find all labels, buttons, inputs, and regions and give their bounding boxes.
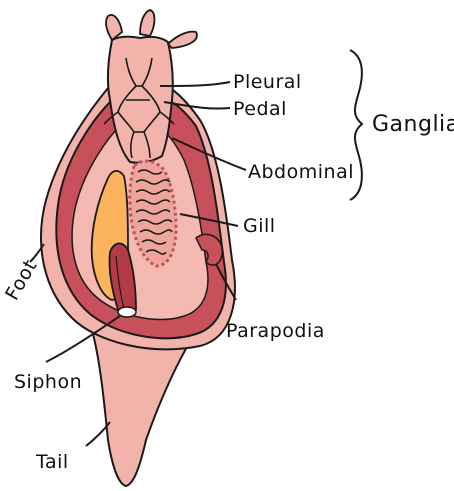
right-tentacle <box>140 10 155 36</box>
label-abdominal: Abdominal <box>248 161 354 183</box>
siphon-opening <box>118 307 136 317</box>
label-siphon: Siphon <box>14 371 82 393</box>
label-foot: Foot <box>1 256 42 304</box>
label-parapodia: Parapodia <box>226 320 325 342</box>
label-tail: Tail <box>35 451 69 473</box>
left-tentacle <box>106 15 122 40</box>
label-pleural: Pleural <box>233 71 302 93</box>
tail <box>92 330 196 486</box>
oral-tentacle <box>168 32 197 48</box>
label-gill: Gill <box>243 215 276 237</box>
label-pedal: Pedal <box>233 98 287 120</box>
label-ganglia: Ganglia <box>372 112 454 137</box>
